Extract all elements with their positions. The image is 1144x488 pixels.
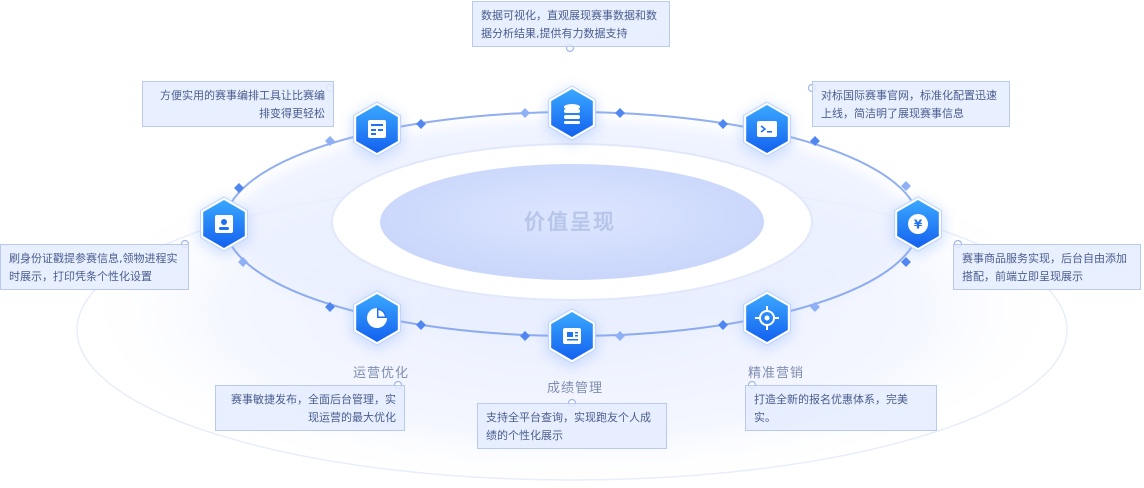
ring-marker <box>416 119 426 129</box>
form-icon-part <box>371 133 376 135</box>
ring-marker <box>615 331 625 341</box>
form-icon-part <box>378 129 383 131</box>
node-label-lower-left: 运营优化 <box>353 366 410 381</box>
ring-marker <box>810 136 820 146</box>
description-box-right: 赛事商品服务实现，后台自由添加搭配，前端立即呈现展示 <box>953 244 1141 290</box>
form-icon-part <box>371 124 383 126</box>
form-icon-part <box>371 129 376 131</box>
document-icon-part <box>567 332 573 337</box>
inner-platform <box>331 143 813 301</box>
yen-icon: ¥ <box>908 214 928 234</box>
ring-marker <box>810 302 820 312</box>
description-box-lower-right: 打造全新的报名优惠体系，完美实。 <box>745 385 937 431</box>
pie-chart-icon <box>367 308 387 328</box>
center-title: 价值呈现 <box>524 210 616 234</box>
database-icon-part <box>564 104 580 110</box>
yen-icon-part <box>908 214 928 234</box>
database-icon-part <box>564 121 580 124</box>
database-icon-part <box>564 115 580 119</box>
database-icon-part <box>564 109 580 113</box>
yen-icon-part: ¥ <box>914 218 923 232</box>
terminal-icon <box>757 121 777 137</box>
ring-marker <box>325 136 335 146</box>
node-upper-right <box>741 83 817 162</box>
description-box-bottom: 支持全平台查询，实现跑友个人成绩的个性化展示 <box>477 403 667 449</box>
ring-marker <box>325 302 335 312</box>
database-icon <box>564 104 580 124</box>
node-label-bottom: 成绩管理 <box>547 381 604 396</box>
ring-marker <box>520 108 530 118</box>
terminal-icon-part <box>760 125 767 133</box>
ring-marker <box>901 257 911 267</box>
node-bottom <box>546 308 598 408</box>
id-card-icon-part <box>221 219 227 225</box>
target-icon <box>755 306 779 330</box>
terminal-icon-part <box>767 131 772 133</box>
description-box-left: 刷身份证戳提参赛信息,领物进程实时展示，打印凭条个性化设置 <box>0 244 189 290</box>
pie-chart-icon-part <box>378 310 385 317</box>
ring-marker <box>901 181 911 191</box>
node-left <box>180 196 250 257</box>
document-icon-part <box>575 335 578 337</box>
target-icon-part <box>755 317 760 319</box>
target-icon-part <box>766 325 768 330</box>
form-icon <box>368 120 386 138</box>
terminal-icon-part <box>757 121 777 137</box>
target-icon-part <box>764 315 770 321</box>
ring-marker <box>718 119 728 129</box>
ring-marker <box>234 183 244 193</box>
node-label-lower-right: 精准营销 <box>748 366 805 381</box>
ring-marker <box>520 331 530 341</box>
document-icon-part <box>575 332 578 334</box>
node-lower-right <box>741 290 793 390</box>
description-box-lower-left: 赛事敏捷发布，全面后台管理，实现运营的最大优化 <box>215 385 405 431</box>
ring-marker <box>615 108 625 118</box>
ring-marker <box>718 320 728 330</box>
document-icon <box>563 328 581 344</box>
target-icon-part <box>774 317 779 319</box>
node-lower-left <box>351 290 403 390</box>
description-box-upper-left: 方便实用的赛事编排工具让比赛编排变得更轻松 <box>142 81 334 127</box>
id-card-icon <box>215 215 233 233</box>
node-top <box>546 43 598 146</box>
target-icon-part <box>766 306 768 311</box>
ring-marker <box>238 257 248 267</box>
id-card-icon-part <box>219 227 229 230</box>
form-icon-part <box>368 120 386 138</box>
document-icon-part <box>567 339 578 341</box>
ring-marker <box>416 320 426 330</box>
description-box-upper-right: 对标国际赛事官网，标准化配置迅速上线，简洁明了展现赛事信息 <box>812 81 1010 127</box>
description-box-top: 数据可视化，直观展现赛事数据和数据分析结果,提供有力数据支持 <box>472 1 670 47</box>
